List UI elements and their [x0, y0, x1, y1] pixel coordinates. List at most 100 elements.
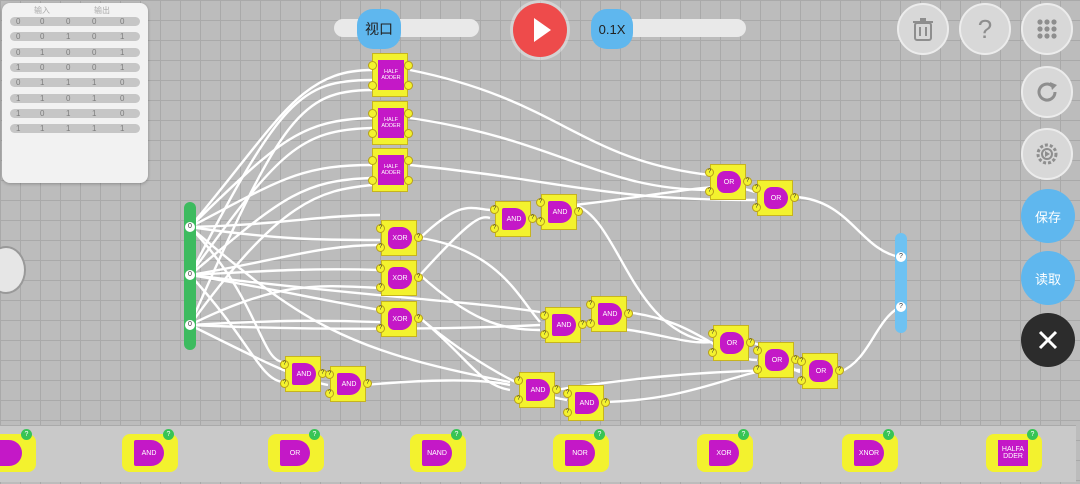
gear-icon[interactable] [1021, 128, 1073, 180]
gate-pin[interactable]: ? [490, 224, 499, 233]
gate-pin[interactable]: ? [376, 305, 385, 314]
and-gate[interactable]: AND [545, 307, 581, 343]
palette-item[interactable]: HALFA DDER? [986, 429, 1042, 472]
palette-item[interactable]: OR? [268, 429, 324, 472]
gate-pin[interactable]: ? [574, 207, 583, 216]
gate-pin[interactable]: ? [743, 177, 752, 186]
input-node[interactable]: 0 [185, 222, 195, 232]
xor-gate[interactable]: XOR [381, 301, 417, 337]
grid-icon[interactable] [1021, 3, 1073, 55]
gate-pin[interactable]: ? [376, 243, 385, 252]
gate-pin[interactable]: ? [835, 366, 844, 375]
and-gate[interactable]: AND [495, 201, 531, 237]
palette-item[interactable]: NOR? [553, 429, 609, 472]
gate-pin[interactable]: ? [540, 311, 549, 320]
or-gate[interactable]: OR [710, 164, 746, 200]
gate-pin[interactable]: ? [790, 193, 799, 202]
gate-pin[interactable] [368, 109, 377, 118]
play-button[interactable] [513, 3, 567, 57]
load-button[interactable]: 读取 [1021, 251, 1075, 305]
and-gate[interactable]: AND [330, 366, 366, 402]
gate-pin[interactable]: ? [376, 324, 385, 333]
gate-pin[interactable]: ? [563, 389, 572, 398]
viewport-button[interactable]: 视口 [357, 9, 401, 49]
gate-pin[interactable] [368, 81, 377, 90]
gate-pin[interactable]: ? [797, 376, 806, 385]
gate-pin[interactable] [404, 61, 413, 70]
or-gate[interactable]: OR [713, 325, 749, 361]
gate-pin[interactable]: ? [280, 360, 289, 369]
gate-pin[interactable] [368, 129, 377, 138]
gate-pin[interactable]: ? [325, 389, 334, 398]
gate-pin[interactable] [368, 61, 377, 70]
gate-pin[interactable] [404, 129, 413, 138]
gate-pin[interactable]: ? [280, 379, 289, 388]
gate-pin[interactable]: ? [376, 264, 385, 273]
gate-pin[interactable]: ? [376, 283, 385, 292]
or-gate[interactable]: OR [758, 342, 794, 378]
gate-pin[interactable]: ? [708, 348, 717, 357]
or-gate[interactable]: OR [802, 353, 838, 389]
speed-button[interactable]: 0.1X [591, 9, 633, 49]
gate-pin[interactable]: ? [752, 184, 761, 193]
close-button[interactable] [1021, 313, 1075, 367]
palette-item[interactable]: XNOR? [842, 429, 898, 472]
gate-pin[interactable]: ? [414, 233, 423, 242]
gate-pin[interactable]: ? [325, 370, 334, 379]
gate-pin[interactable]: ? [514, 376, 523, 385]
save-button[interactable]: 保存 [1021, 189, 1075, 243]
xor-gate[interactable]: XOR [381, 260, 417, 296]
output-node[interactable]: ? [896, 252, 906, 262]
input-node[interactable]: 0 [185, 270, 195, 280]
gate-pin[interactable]: ? [601, 398, 610, 407]
viewport-slider[interactable] [334, 19, 479, 37]
ha-gate[interactable]: HALF ADDER [372, 148, 408, 192]
gate-pin[interactable]: ? [586, 319, 595, 328]
gate-pin[interactable]: ? [414, 273, 423, 282]
gate-pin[interactable]: ? [536, 217, 545, 226]
help-button[interactable]: ? [959, 3, 1011, 55]
gate-pin[interactable] [404, 81, 413, 90]
gate-pin[interactable] [404, 156, 413, 165]
gate-pin[interactable]: ? [708, 329, 717, 338]
refresh-icon[interactable] [1021, 66, 1073, 118]
palette-item[interactable]: AND? [122, 429, 178, 472]
and-gate[interactable]: AND [568, 385, 604, 421]
input-node[interactable]: 0 [185, 320, 195, 330]
gate-pin[interactable]: ? [376, 224, 385, 233]
and-gate[interactable]: AND [519, 372, 555, 408]
gate-pin[interactable]: ? [705, 187, 714, 196]
or-gate[interactable]: OR [757, 180, 793, 216]
gate-pin[interactable]: ? [514, 395, 523, 404]
gate-pin[interactable]: ? [536, 198, 545, 207]
gate-pin[interactable]: ? [490, 205, 499, 214]
xor-gate[interactable]: XOR [381, 220, 417, 256]
gate-pin[interactable]: ? [752, 203, 761, 212]
gate-pin[interactable]: ? [540, 330, 549, 339]
gate-pin[interactable] [404, 109, 413, 118]
gate-pin[interactable]: ? [624, 309, 633, 318]
gate-pin[interactable]: ? [586, 300, 595, 309]
ha-gate[interactable]: HALF ADDER [372, 101, 408, 145]
gate-pin[interactable]: ? [563, 408, 572, 417]
gate-pin[interactable] [404, 176, 413, 185]
and-gate[interactable]: AND [591, 296, 627, 332]
gate-pin[interactable] [368, 156, 377, 165]
gate-pin[interactable]: ? [746, 338, 755, 347]
ha-gate[interactable]: HALF ADDER [372, 53, 408, 97]
gate-pin[interactable]: ? [753, 346, 762, 355]
gate-pin[interactable]: ? [705, 168, 714, 177]
gate-pin[interactable]: ? [414, 314, 423, 323]
output-node[interactable]: ? [896, 302, 906, 312]
palette-item[interactable]: XOR? [697, 429, 753, 472]
gate-pin[interactable]: ? [552, 385, 561, 394]
gate-pin[interactable]: ? [753, 365, 762, 374]
trash-icon[interactable] [897, 3, 949, 55]
gate-pin[interactable]: ? [797, 357, 806, 366]
gate-pin[interactable] [368, 176, 377, 185]
and-gate[interactable]: AND [285, 356, 321, 392]
gate-pin[interactable]: ? [363, 379, 372, 388]
palette-item[interactable]: ? [0, 429, 36, 472]
and-gate[interactable]: AND [541, 194, 577, 230]
palette-item[interactable]: NAND? [410, 429, 466, 472]
